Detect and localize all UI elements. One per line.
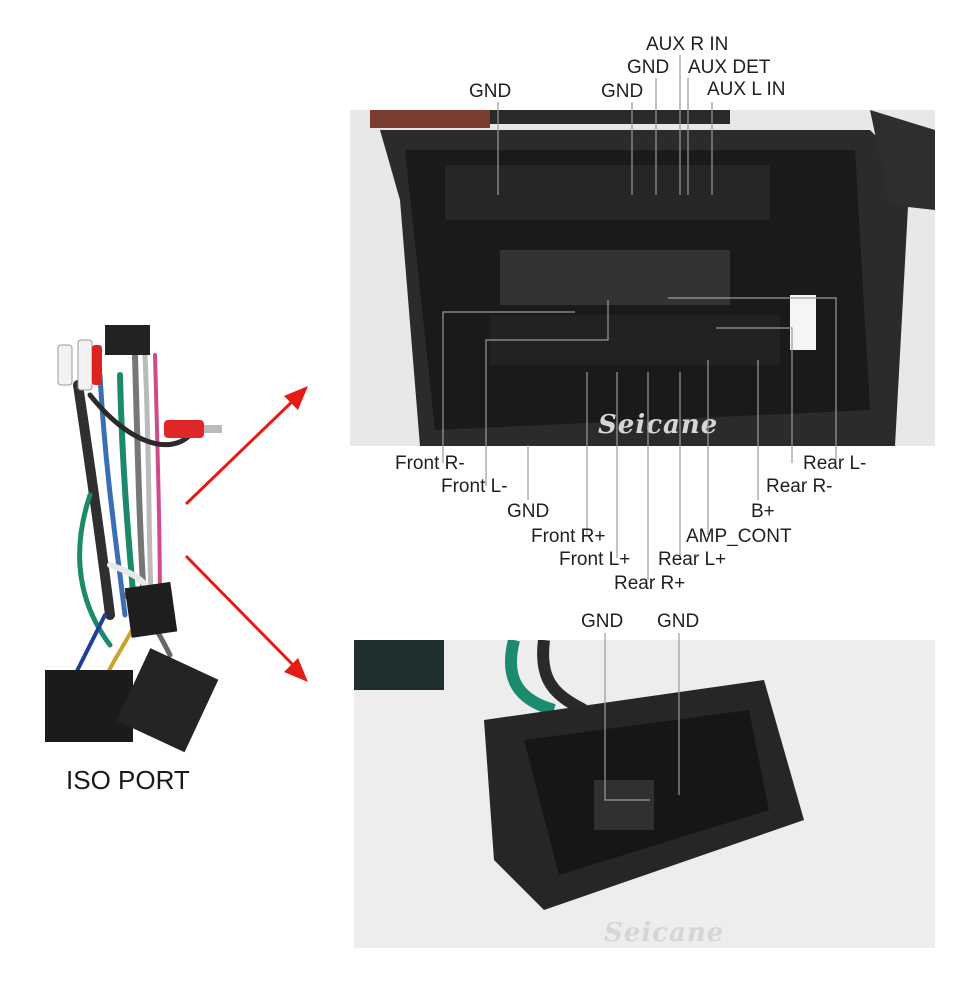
- arrow-up-right-icon: [184, 386, 308, 506]
- label-front-r-plus: Front R+: [531, 526, 606, 547]
- arrow-down-right-icon: [184, 554, 308, 682]
- label-gnd-bottom-2: GND: [657, 611, 700, 632]
- label-rear-l-plus: Rear L+: [658, 549, 727, 570]
- label-front-l-plus: Front L+: [559, 549, 631, 570]
- label-aux-det: AUX DET: [688, 57, 771, 78]
- label-b-plus: B+: [751, 501, 775, 522]
- label-amp-cont: AMP_CONT: [686, 526, 792, 547]
- label-rear-r-plus: Rear R+: [614, 573, 686, 594]
- label-gnd-upper-1: GND: [469, 81, 512, 102]
- label-gnd-upper-2: GND: [627, 57, 670, 78]
- label-rear-r-minus: Rear R-: [766, 476, 833, 497]
- harness-photo: [45, 325, 222, 753]
- label-front-l-minus: Front L-: [441, 476, 508, 497]
- label-rear-l-minus: Rear L-: [803, 453, 867, 474]
- label-gnd-lower: GND: [507, 501, 550, 522]
- iso-port-caption: ISO PORT: [66, 765, 190, 795]
- main-connector-photo: Seicane: [350, 110, 935, 446]
- watermark-top: Seicane: [598, 410, 719, 440]
- watermark-bottom: Seicane: [604, 918, 725, 948]
- label-aux-r-in: AUX R IN: [646, 34, 729, 55]
- secondary-connector-photo: Seicane: [354, 640, 935, 948]
- label-front-r-minus: Front R-: [395, 453, 465, 474]
- label-gnd-upper-3: GND: [601, 81, 644, 102]
- label-gnd-bottom-1: GND: [581, 611, 624, 632]
- label-aux-l-in: AUX L IN: [707, 79, 786, 100]
